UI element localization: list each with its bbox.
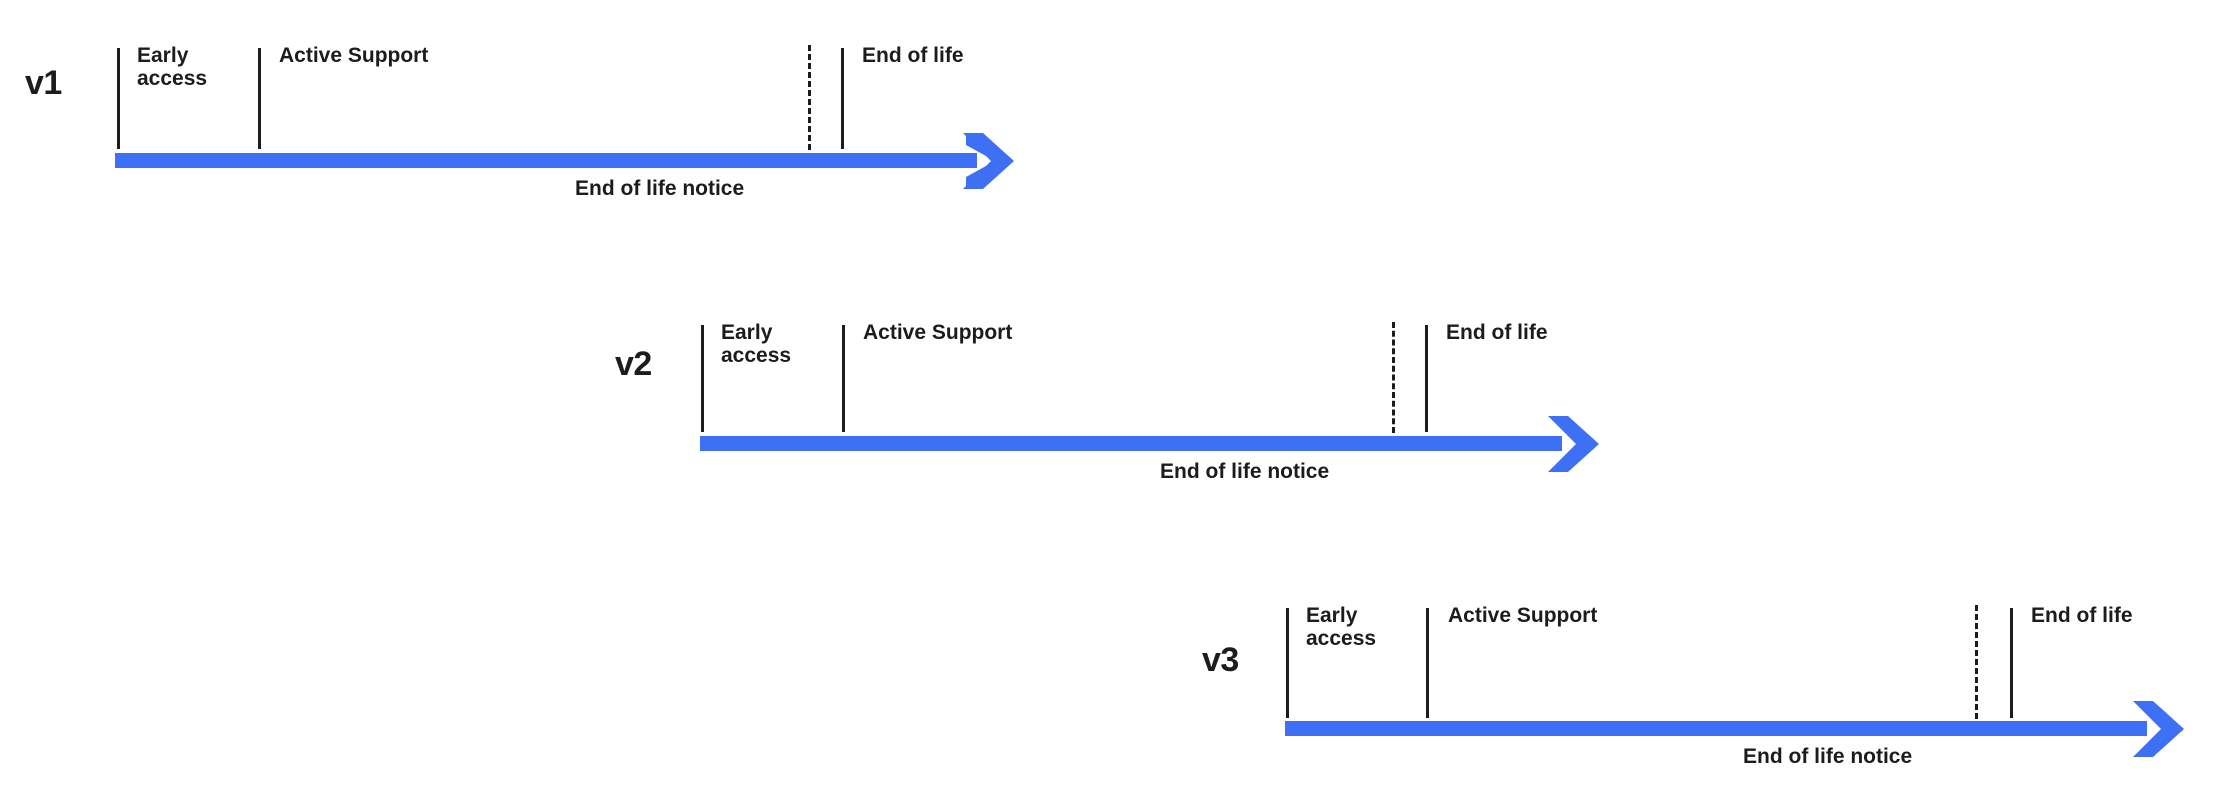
notice-label-v1: End of life notice bbox=[575, 177, 745, 200]
phase-divider-eol-notice-v2 bbox=[1392, 322, 1395, 433]
timeline-arrow-v3 bbox=[1285, 700, 2185, 757]
timeline-row-v3: v3 Early access Active Support End of li… bbox=[0, 0, 2228, 768]
version-label-v1: v1 bbox=[25, 64, 62, 102]
phase-label-active-support-v1: Active Support bbox=[279, 44, 429, 67]
notice-label-v2: End of life notice bbox=[1160, 460, 1330, 483]
phase-divider-early-access-start-v2 bbox=[701, 325, 704, 432]
phase-divider-end-of-life-start-v3 bbox=[2010, 608, 2013, 718]
timeline-row-v2: v2 Early access Active Support End of li… bbox=[0, 0, 1700, 483]
phase-divider-active-support-start-v1 bbox=[258, 48, 261, 149]
version-label-v2: v2 bbox=[615, 345, 652, 383]
phase-label-end-of-life-v3: End of life bbox=[2031, 604, 2133, 627]
phase-divider-end-of-life-start-v1 bbox=[841, 48, 844, 149]
arrow-head-icon bbox=[1548, 414, 1600, 474]
arrow-head-icon bbox=[2133, 699, 2185, 759]
phase-label-early-access-v2: Early access bbox=[721, 321, 792, 367]
phase-divider-early-access-start-v1 bbox=[117, 48, 120, 149]
phase-label-early-access-v1: Early access bbox=[137, 44, 208, 90]
phase-divider-eol-notice-v3 bbox=[1975, 605, 1978, 719]
timeline-arrow-v1 bbox=[115, 132, 1015, 189]
phase-divider-end-of-life-start-v2 bbox=[1425, 325, 1428, 432]
timeline-arrow-shaft-v3 bbox=[1285, 721, 2147, 736]
timeline-arrow-shaft-v2 bbox=[700, 436, 1562, 451]
phase-label-active-support-v3: Active Support bbox=[1448, 604, 1598, 627]
arrow-head-icon bbox=[963, 131, 1015, 191]
phase-label-end-of-life-v2: End of life bbox=[1446, 321, 1548, 344]
phase-label-early-access-v3: Early access bbox=[1306, 604, 1377, 650]
phase-label-end-of-life-v1: End of life bbox=[862, 44, 964, 67]
phase-label-active-support-v2: Active Support bbox=[863, 321, 1013, 344]
version-label-v3: v3 bbox=[1202, 641, 1239, 679]
phase-divider-active-support-start-v2 bbox=[842, 325, 845, 432]
phase-divider-early-access-start-v3 bbox=[1286, 608, 1289, 718]
timeline-arrow-shaft-v1 bbox=[115, 153, 977, 168]
timeline-row-v1: v1 Early access Active Support End of li… bbox=[0, 0, 1100, 230]
phase-divider-eol-notice-v1 bbox=[808, 45, 811, 150]
timeline-arrow-v2 bbox=[700, 415, 1600, 472]
phase-divider-active-support-start-v3 bbox=[1426, 608, 1429, 718]
notice-label-v3: End of life notice bbox=[1743, 745, 1913, 768]
